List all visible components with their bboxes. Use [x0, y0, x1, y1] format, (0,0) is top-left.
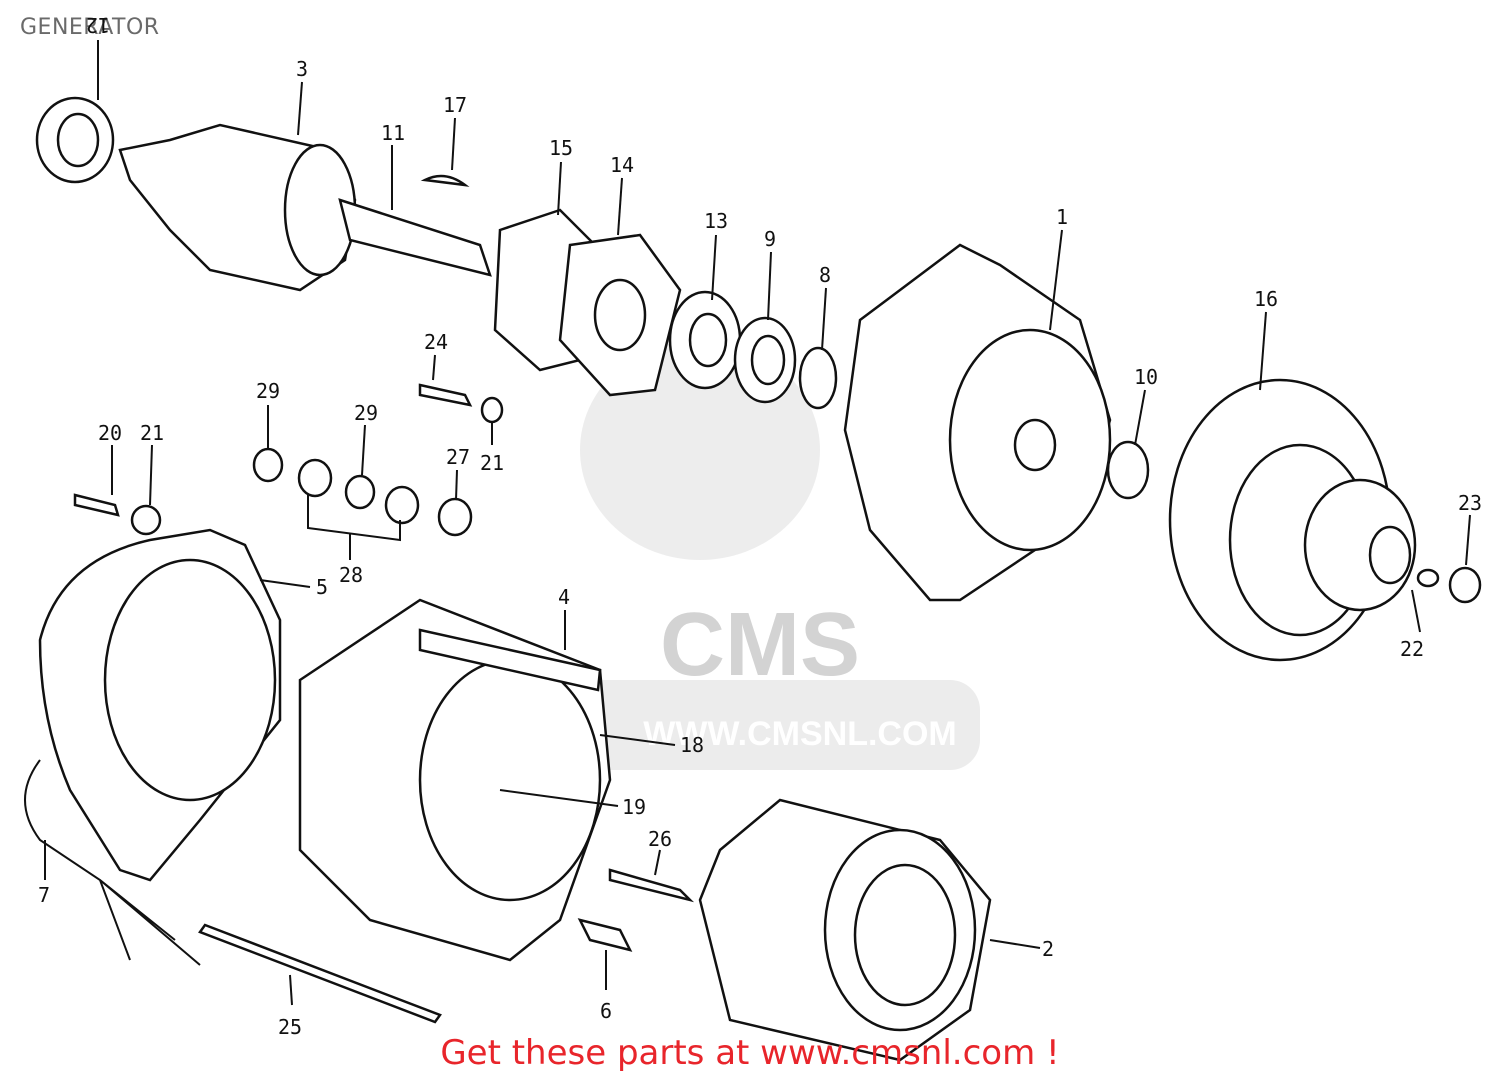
watermark-logo: CMS — [660, 595, 860, 695]
part-21-washer-lower — [130, 504, 162, 536]
washers-28-29-26 — [252, 447, 473, 537]
watermark-url: WWW.CMSNL.COM — [643, 715, 957, 753]
part-10-washer — [1106, 440, 1150, 500]
callout-14: 14 — [610, 153, 634, 177]
part-22-washer — [1416, 568, 1440, 588]
callout-18: 18 — [680, 733, 704, 757]
part-4-yoke — [298, 598, 612, 962]
callout-24: 24 — [424, 330, 448, 354]
part-12-bearing — [35, 96, 115, 184]
callout-19: 19 — [622, 795, 646, 819]
buy-parts-link[interactable]: Get these parts at www.cmsnl.com ! — [440, 1033, 1060, 1073]
callout-5: 5 — [316, 575, 328, 599]
part-1-housing — [843, 243, 1112, 602]
callout-2: 2 — [1042, 937, 1054, 961]
part-8-washer — [798, 346, 838, 410]
callout-3: 3 — [296, 57, 308, 81]
part-3-rotor — [118, 123, 492, 292]
callout-26: 27 — [446, 445, 470, 469]
callout-9: 9 — [764, 227, 776, 251]
callout-25: 25 — [278, 1015, 302, 1039]
part-7-wire — [24, 759, 201, 966]
callout-21-lower: 21 — [140, 421, 164, 445]
callout-21-upper: 21 — [480, 451, 504, 475]
part-5-end-cover — [38, 528, 282, 882]
callout-16: 16 — [1254, 287, 1278, 311]
callout-28: 28 — [339, 563, 363, 587]
part-23-nut — [1448, 566, 1482, 604]
callout-20: 20 — [98, 421, 122, 445]
callout-13: 13 — [704, 209, 728, 233]
callout-12: 12 — [86, 13, 110, 37]
callout-1: 1 — [1056, 205, 1068, 229]
part-24-screw — [418, 383, 473, 407]
callout-8: 8 — [819, 263, 831, 287]
callout-11: 11 — [381, 121, 405, 145]
callout-10: 10 — [1134, 365, 1158, 389]
part-2-stator — [698, 798, 992, 1062]
callout-22: 22 — [1400, 637, 1424, 661]
callout-6: 6 — [600, 999, 612, 1023]
callout-4: 4 — [558, 585, 570, 609]
part-16-cover — [1168, 378, 1417, 662]
part-14-hole — [593, 278, 647, 352]
page-title: GENERATOR — [20, 15, 160, 40]
callout-29-right: 29 — [354, 401, 378, 425]
part-17-key — [420, 174, 470, 187]
part-6-bushing — [577, 918, 633, 952]
leader-lines — [44, 40, 1471, 1006]
part-25-rod — [198, 923, 442, 1024]
callout-labels: 12 3 17 11 15 14 13 9 8 1 10 16 23 22 24… — [38, 13, 1482, 1039]
callout-27: 26 — [648, 827, 672, 851]
part-27-screw — [608, 868, 695, 903]
callout-17: 17 — [443, 93, 467, 117]
callout-7: 7 — [38, 883, 50, 907]
part-21-washer-upper — [480, 396, 504, 424]
part-20-screw — [73, 493, 120, 517]
callout-23: 23 — [1458, 491, 1482, 515]
callout-29-left: 29 — [256, 379, 280, 403]
callout-15: 15 — [549, 136, 573, 160]
